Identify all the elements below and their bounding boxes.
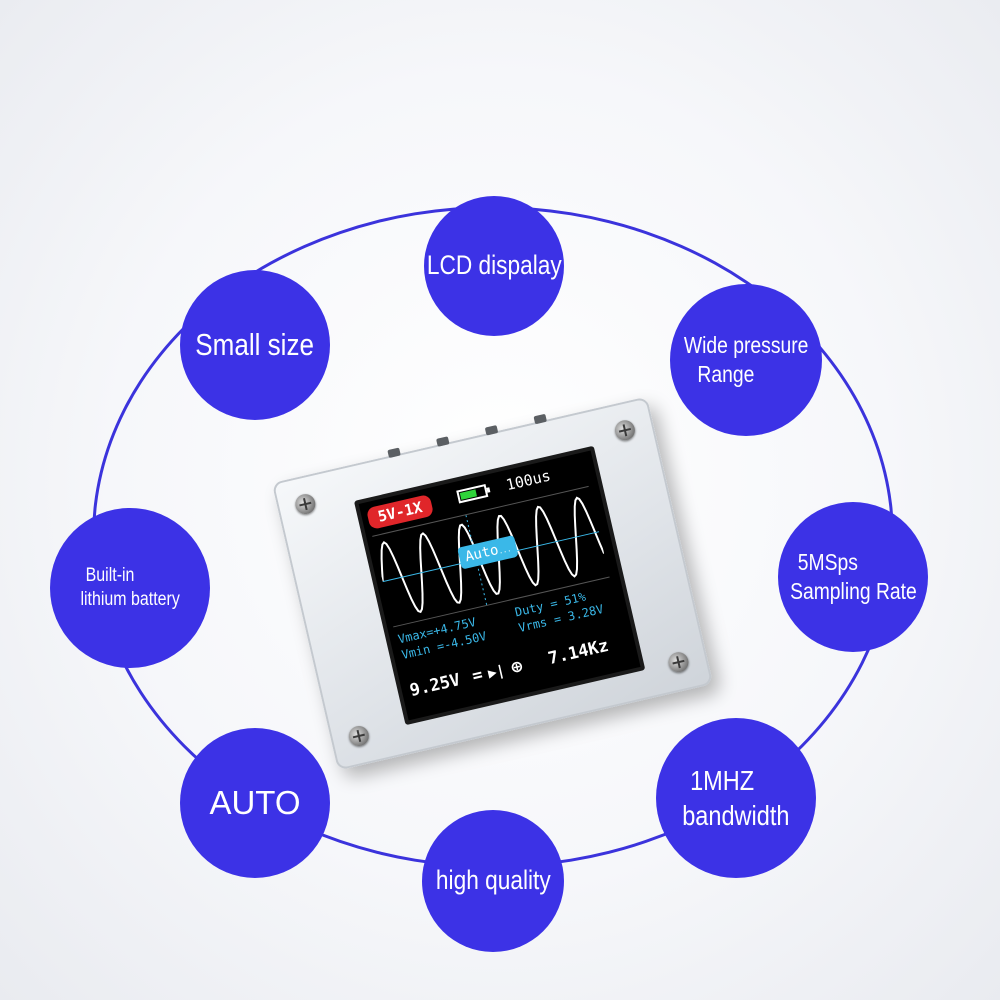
- feature-bubble-lcd: LCD dispalay: [424, 196, 564, 336]
- lcd-screen: 5V-1X 100us Auto... Vmax=+4.75V Vmin =-4…: [353, 445, 646, 726]
- feature-bubble-small-size: Small size: [180, 270, 330, 420]
- feature-bubble-battery: Built-in lithium battery: [50, 508, 210, 668]
- timebase-readout: 100us: [504, 466, 553, 495]
- oscilloscope-device: 5V-1X 100us Auto... Vmax=+4.75V Vmin =-4…: [271, 396, 714, 771]
- position-crosshair-icon: ⊕: [509, 655, 525, 679]
- waveform-trace: [380, 496, 606, 614]
- feature-label: high quality: [435, 865, 551, 896]
- feature-bubble-quality: high quality: [422, 810, 564, 952]
- waveform-area: Auto...: [372, 485, 610, 628]
- feature-bubble-sampling: 5MSps Sampling Rate: [778, 502, 928, 652]
- feature-label: LCD dispalay: [426, 250, 562, 281]
- auto-sub: ...: [497, 545, 512, 556]
- battery-icon: [456, 484, 489, 504]
- feature-label: 1MHZ: [689, 765, 755, 796]
- frequency-readout: 7.14Kz: [546, 635, 611, 670]
- feature-label: 5MSps: [797, 549, 859, 576]
- feature-bubble-wide-pressure: Wide pressure Range: [670, 284, 822, 436]
- feature-label: Wide pressure: [683, 332, 809, 359]
- voltage-readout: 9.25V: [407, 670, 463, 702]
- feature-bubble-auto: AUTO: [180, 728, 330, 878]
- feature-label: Sampling Rate: [789, 578, 917, 604]
- feature-label: Small size: [195, 326, 315, 362]
- feature-label: Built-in: [85, 565, 135, 587]
- feature-label: Range: [697, 361, 755, 387]
- feature-label: bandwidth: [682, 800, 790, 831]
- feature-label: AUTO: [209, 784, 301, 822]
- feature-label: lithium battery: [80, 589, 180, 610]
- battery-fill: [459, 489, 477, 500]
- trigger-edge-icon: ▶|: [486, 662, 507, 683]
- feature-bubble-bandwidth: 1MHZ bandwidth: [656, 718, 816, 878]
- coupling-indicator: =: [470, 664, 485, 687]
- auto-label: Auto: [463, 542, 501, 566]
